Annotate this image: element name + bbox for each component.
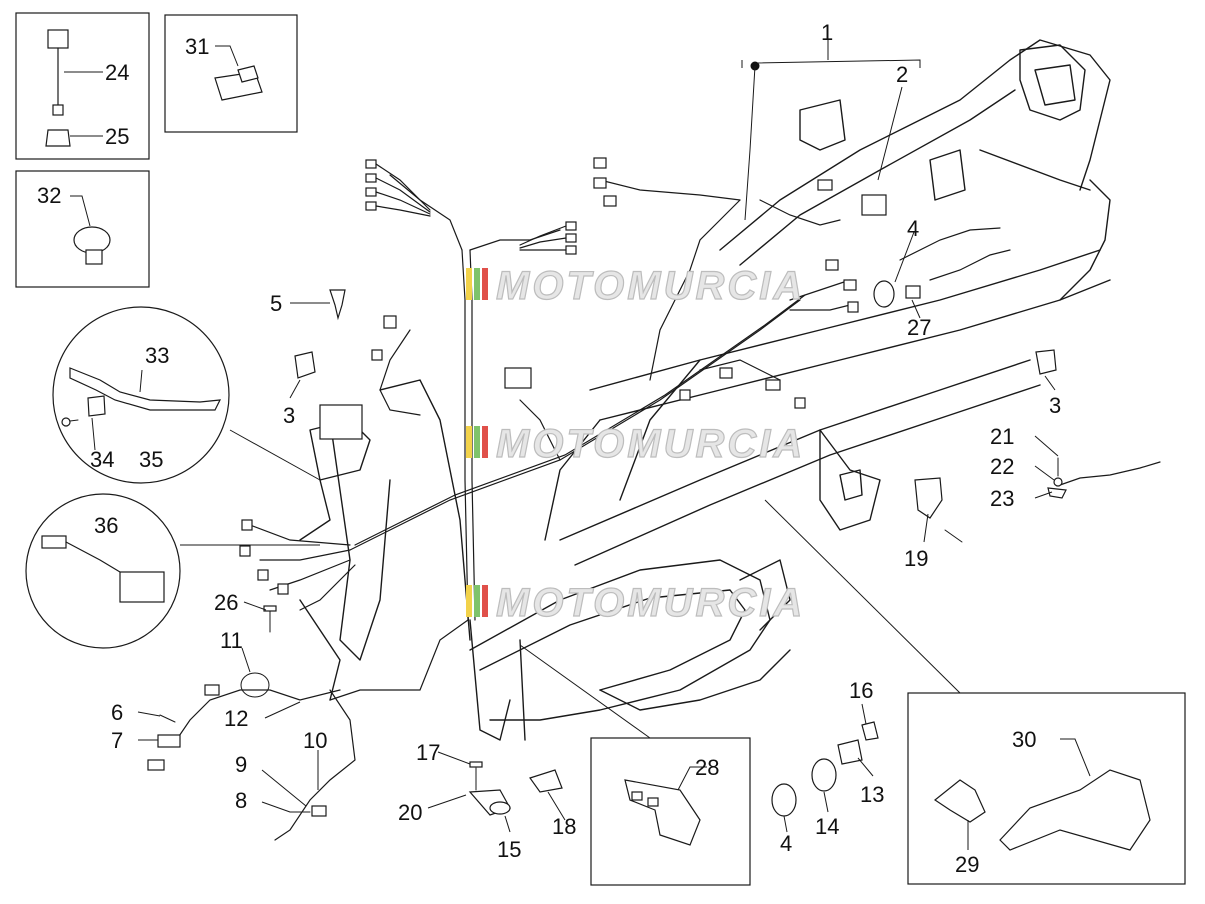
- screw-part-26: [263, 605, 277, 612]
- detail-box-29-30: [764, 499, 1186, 885]
- callout-9: 9: [235, 752, 247, 777]
- detail-box-28: [519, 644, 751, 886]
- callout-11: 11: [220, 628, 243, 653]
- callout-28: 28: [695, 755, 719, 780]
- callout-16: 16: [849, 678, 873, 703]
- callout-10: 10: [303, 728, 327, 753]
- detail-circle-33-35: [52, 306, 321, 484]
- callout-3-left: 3: [283, 403, 295, 428]
- callout-14: 14: [815, 814, 839, 839]
- clip-part-3-right: [1035, 349, 1057, 375]
- callout-6: 6: [111, 700, 123, 725]
- callout-13: 13: [860, 782, 884, 807]
- svg-text:MOTOMURCIA: MOTOMURCIA: [496, 264, 805, 308]
- leader-lines: [91, 40, 1059, 833]
- washer-part-22: [1053, 477, 1063, 487]
- callout-35: 35: [139, 447, 163, 472]
- terminal-part-23: [1047, 487, 1067, 499]
- detail-circle-36: [25, 493, 320, 649]
- detail-box-24-25: [15, 12, 150, 160]
- callout-33: 33: [145, 343, 169, 368]
- callout-24: 24: [105, 60, 129, 85]
- clip-part-3-left: [294, 351, 316, 379]
- callout-32: 32: [37, 183, 61, 208]
- callout-8: 8: [235, 788, 247, 813]
- loose-parts: [147, 280, 1161, 841]
- grommet-part-5: [329, 289, 346, 321]
- callout-2: 2: [896, 62, 908, 87]
- callout-25: 25: [105, 124, 129, 149]
- callout-17: 17: [416, 740, 440, 765]
- bracket-part-19: [914, 477, 943, 519]
- callout-4-upper: 4: [907, 216, 919, 241]
- callout-12: 12: [224, 706, 248, 731]
- svg-text:MOTOMURCIA: MOTOMURCIA: [496, 581, 805, 625]
- callout-22: 22: [990, 454, 1014, 479]
- watermark-1: MOTOMURCIA: [466, 263, 805, 309]
- callout-36: 36: [94, 513, 118, 538]
- callout-1: 1: [821, 20, 833, 45]
- callout-26: 26: [214, 590, 238, 615]
- callout-18: 18: [552, 814, 576, 839]
- main-wiring-harness: [239, 157, 1011, 701]
- callout-30: 30: [1012, 727, 1036, 752]
- callout-31: 31: [185, 34, 209, 59]
- watermark-2: MOTOMURCIA: [466, 421, 805, 467]
- callout-7: 7: [111, 728, 123, 753]
- callout-29: 29: [955, 852, 979, 877]
- detail-box-32: [15, 170, 150, 288]
- callout-15: 15: [497, 837, 521, 862]
- callout-21: 21: [990, 424, 1014, 449]
- callout-27: 27: [907, 315, 931, 340]
- callout-5: 5: [270, 291, 282, 316]
- watermark-3: MOTOMURCIA: [466, 580, 805, 626]
- callout-23: 23: [990, 486, 1014, 511]
- svg-text:MOTOMURCIA: MOTOMURCIA: [496, 422, 805, 466]
- scooter-frame: [299, 39, 1111, 741]
- detail-box-31: [164, 14, 298, 133]
- callout-labels: 1 2 4 27 3 21 22 23 19 24 25 31 32 5 33 …: [37, 20, 1061, 877]
- callout-20: 20: [398, 800, 422, 825]
- callout-34: 34: [90, 447, 114, 472]
- callout-3-right: 3: [1049, 393, 1061, 418]
- band-part-4-upper: [873, 280, 895, 308]
- callout-4-lower: 4: [780, 831, 792, 856]
- callout-19: 19: [904, 546, 928, 571]
